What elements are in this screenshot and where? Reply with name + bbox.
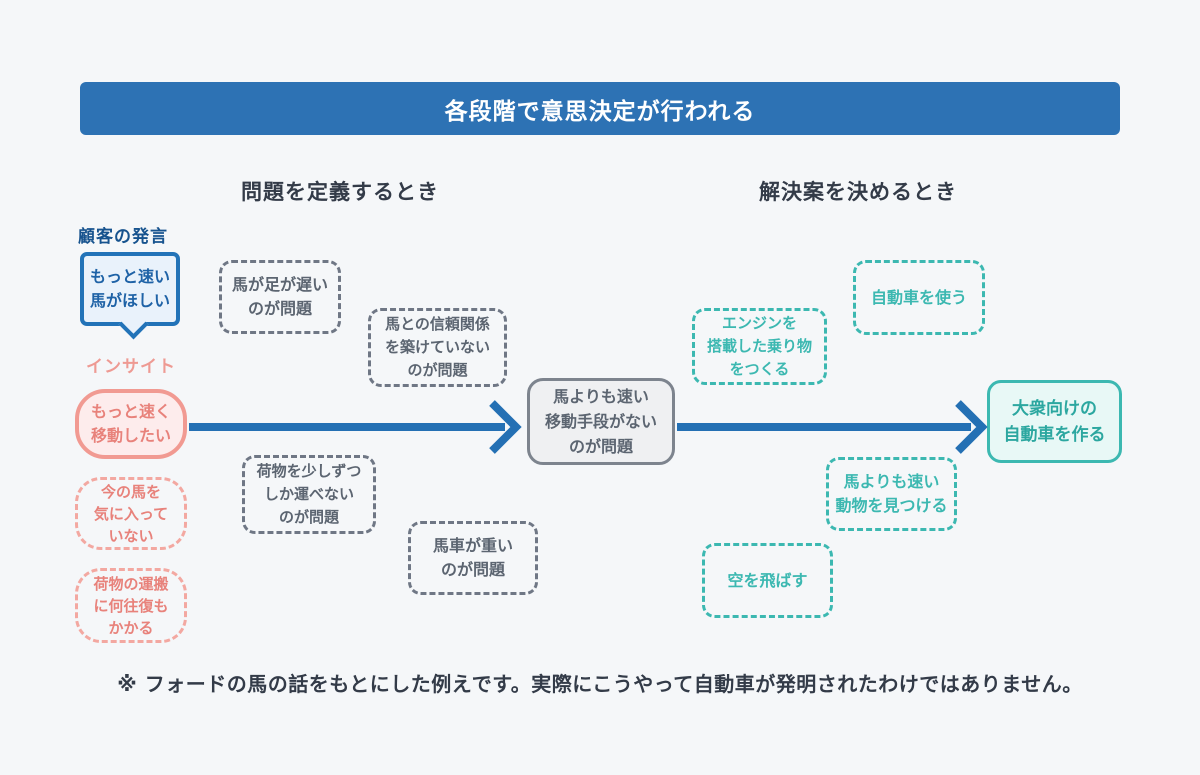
node-problem-small-cargo: 荷物を少しずつ しか運べない のが問題 bbox=[242, 455, 376, 534]
node-solution-use-car: 自動車を使う bbox=[853, 260, 985, 335]
flow-arrow-left bbox=[189, 400, 522, 454]
node-insight-many-trips: 荷物の運搬 に何往復も かかる bbox=[75, 568, 187, 643]
speech-bubble-tail bbox=[118, 309, 149, 340]
column-header-decide-solution: 解決案を決めるとき bbox=[759, 180, 957, 204]
title-bar: 各段階で意思決定が行われる bbox=[80, 82, 1120, 135]
node-text: もっと速い 馬がほしい bbox=[89, 267, 170, 310]
column-header-define-problem: 問題を定義するとき bbox=[241, 180, 439, 204]
node-customer-statement: もっと速い 馬がほしい bbox=[80, 252, 180, 340]
node-problem-no-trust: 馬との信頼関係 を築けていない のが問題 bbox=[368, 308, 507, 387]
node-solution-engine-vehicle: エンジンを 搭載した乗り物 をつくる bbox=[692, 308, 827, 385]
node-solution-chosen: 大衆向けの 自動車を作る bbox=[987, 380, 1122, 463]
node-solution-fly: 空を飛ばす bbox=[702, 543, 833, 618]
footnote: ※ フォードの馬の話をもとにした例えです。実際にこうやって自動車が発明されたわけ… bbox=[117, 672, 1083, 696]
node-problem-slow-legs: 馬が足が遅い のが問題 bbox=[219, 260, 341, 334]
label-customer-statement: 顧客の発言 bbox=[78, 227, 168, 247]
title-text: 各段階で意思決定が行われる bbox=[444, 98, 756, 125]
label-insight: インサイト bbox=[86, 357, 176, 377]
node-insight-dislike-horse: 今の馬を 気に入って いない bbox=[75, 477, 187, 550]
flow-arrow-right bbox=[677, 400, 988, 454]
node-problem-chosen: 馬よりも速い 移動手段がない のが問題 bbox=[527, 378, 675, 465]
node-solution-faster-animal: 馬よりも速い 動物を見つける bbox=[826, 457, 957, 531]
node-problem-heavy-cart: 馬車が重い のが問題 bbox=[408, 521, 538, 595]
node-insight-move-faster: もっと速く 移動したい bbox=[75, 389, 187, 459]
